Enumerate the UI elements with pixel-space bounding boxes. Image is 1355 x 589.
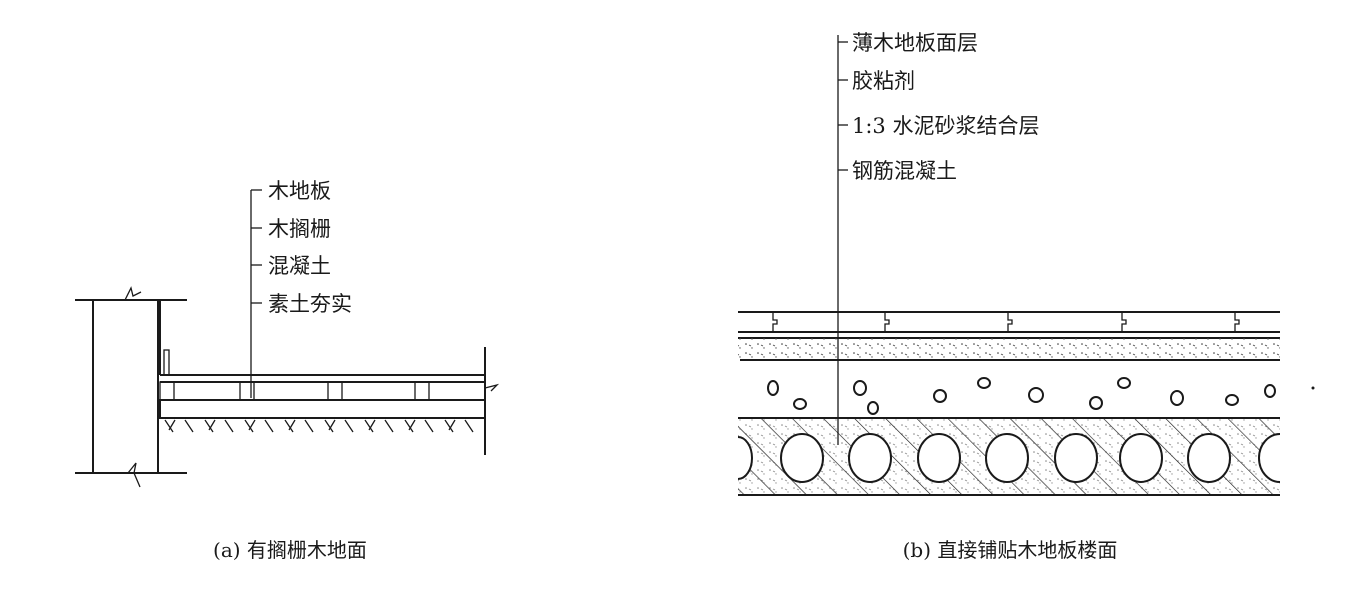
joists	[159, 381, 430, 401]
label-rammed-earth: 素土夯实	[268, 292, 352, 316]
label-cement-mortar: 1:3 水泥砂浆结合层	[852, 114, 1039, 138]
floor-layers-a	[159, 347, 500, 455]
brick-wall	[75, 286, 187, 488]
rammed-earth	[164, 419, 474, 433]
label-wood-joist: 木搁栅	[268, 217, 331, 241]
label-thin-wood-floor: 薄木地板面层	[852, 31, 978, 55]
label-concrete: 混凝土	[268, 254, 331, 278]
label-adhesive: 胶粘剂	[852, 69, 915, 93]
hollow-core-slab	[737, 417, 1281, 496]
concrete-aggregate	[767, 377, 1315, 415]
diagram-b: 薄木地板面层 胶粘剂 1:3 水泥砂浆结合层 钢筋混凝土 (b) 直接铺贴木地板…	[737, 31, 1315, 562]
mortar-layer	[738, 338, 1280, 360]
wood-floor-layer	[738, 311, 1280, 333]
label-reinforced-concrete: 钢筋混凝土	[852, 159, 957, 183]
label-wood-floor: 木地板	[268, 179, 331, 203]
concrete-layer	[159, 399, 486, 419]
leader-b: 薄木地板面层 胶粘剂 1:3 水泥砂浆结合层 钢筋混凝土	[837, 31, 1039, 445]
caption-b: (b) 直接铺贴木地板楼面	[903, 538, 1118, 562]
skirting-board	[159, 300, 170, 376]
leader-a: 木地板 木搁栅 混凝土 素土夯实	[250, 179, 352, 398]
caption-a: (a) 有搁栅木地面	[213, 538, 367, 562]
diagram-a: 木地板 木搁栅 混凝土 素土夯实 (a) 有搁栅木地面	[75, 179, 500, 562]
